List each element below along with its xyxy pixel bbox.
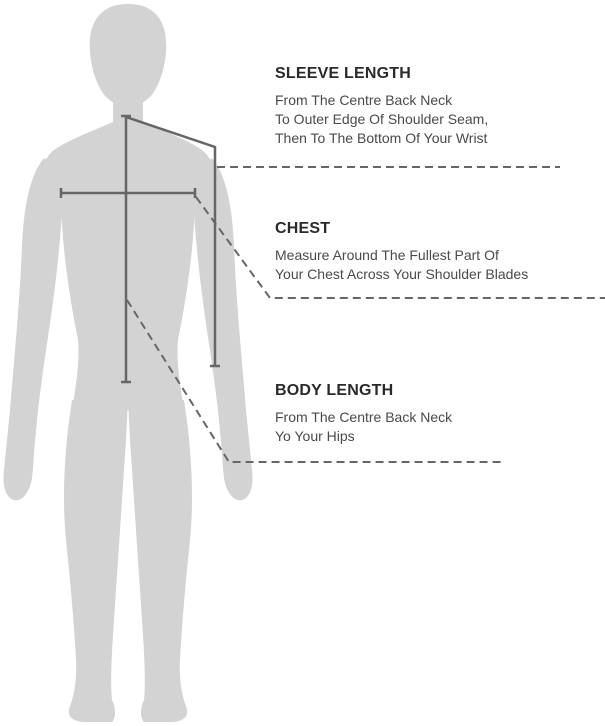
body-length-label: BODY LENGTH From The Centre Back Neck Yo… — [275, 382, 452, 446]
right-leg-shape — [128, 400, 192, 722]
body-length-text-line-1: From The Centre Back Neck — [275, 408, 452, 427]
left-leg-shape — [64, 400, 128, 722]
sleeve-length-label: SLEEVE LENGTH From The Centre Back Neck … — [275, 65, 488, 148]
body-length-title: BODY LENGTH — [275, 382, 452, 400]
sleeve-length-text-line-1: From The Centre Back Neck — [275, 91, 488, 110]
left-arm-shape — [3, 158, 62, 500]
sleeve-length-text-line-3: Then To The Bottom Of Your Wrist — [275, 129, 488, 148]
head-shape — [90, 4, 166, 106]
sleeve-length-title: SLEEVE LENGTH — [275, 65, 488, 83]
torso-shape — [37, 122, 219, 410]
chest-title: CHEST — [275, 220, 528, 238]
chest-text-line-2: Your Chest Across Your Shoulder Blades — [275, 265, 528, 284]
right-arm-shape — [193, 158, 252, 500]
body-length-text-line-2: Yo Your Hips — [275, 427, 452, 446]
sleeve-length-text-line-2: To Outer Edge Of Shoulder Seam, — [275, 110, 488, 129]
chest-label: CHEST Measure Around The Fullest Part Of… — [275, 220, 528, 284]
chest-text-line-1: Measure Around The Fullest Part Of — [275, 246, 528, 265]
